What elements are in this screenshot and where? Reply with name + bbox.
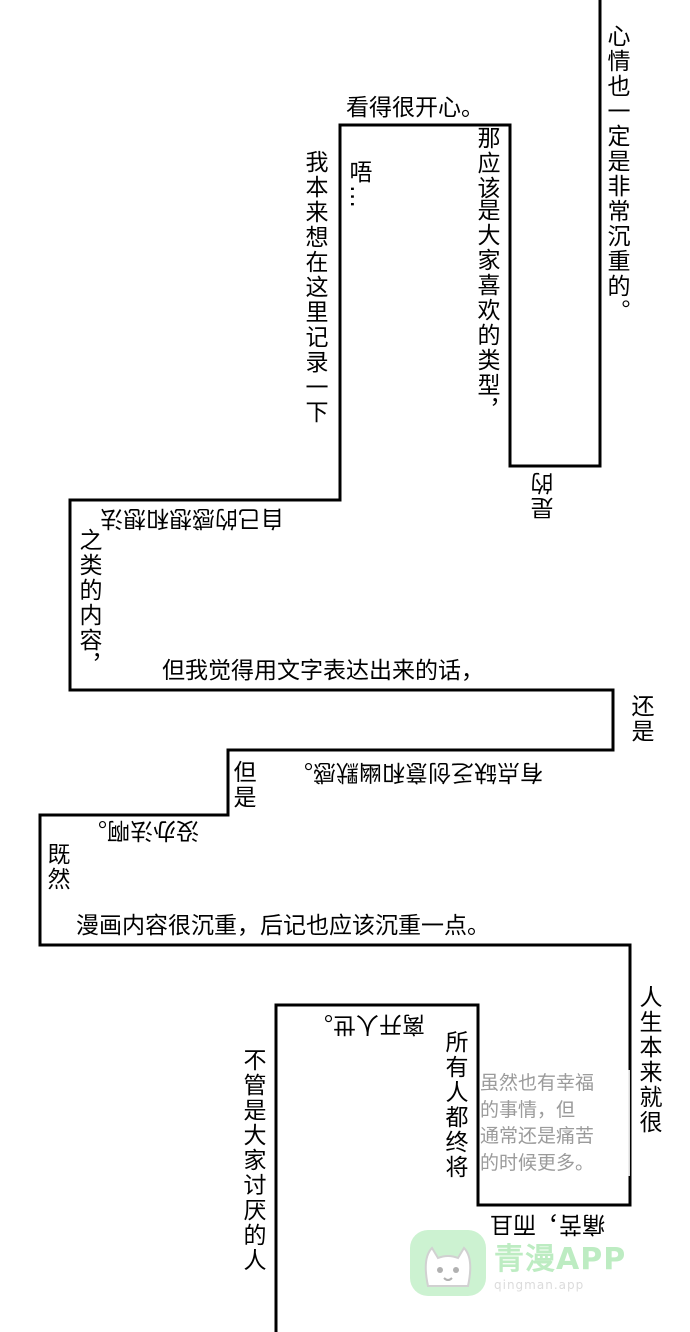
text-everyone-likes: 是大家喜欢的类型， [473,198,499,423]
side-note-line: 通常还是痛苦 [480,1125,595,1148]
watermark: 青漫APP qingman.app [408,1228,648,1298]
text-comic-heavy: 漫画内容很沉重，后记也应该沉重一点。 [76,913,490,939]
text-lacks-creativity: 有点缺乏创意和幽默感。 [290,759,543,785]
text-should-be: 那应该 [473,126,499,201]
side-note-line: 的时候更多。 [480,1151,595,1174]
text-life-is: 人生本来就很 [635,985,661,1135]
text-still: 还是 [627,694,653,744]
watermark-url: qingman.app [494,1278,585,1292]
text-such-content: 之类的内容， [75,528,101,678]
text-heart-heavy: 心情也一定是非常沉重的。 [603,24,629,324]
side-note: 虽然也有幸福 的事情，但 通常还是痛苦 的时候更多。 [480,1070,630,1177]
text-leave-world: 离开人世。 [310,1011,425,1037]
text-enjoyed: 看得很开心。 [346,95,484,121]
text-everyone-will: 所有人都终将 [441,1030,467,1180]
side-note-line: 的事情，但 [480,1098,576,1121]
side-note-line: 虽然也有幸福 [480,1072,595,1094]
text-um: 唔… [345,160,371,210]
watermark-title: 青漫APP [494,1242,627,1277]
text-however: 但是 [229,760,255,810]
text-yes: 是的 [532,470,558,520]
text-wanted-to-record: 我本来想在这里记录一下 [301,150,327,425]
text-but-i-think: 但我觉得用文字表达出来的话， [162,658,484,684]
text-no-way: 没办法啊。 [84,817,199,843]
text-own-thoughts: 自己的感想和想法 [100,505,284,531]
cat-face-icon [410,1230,486,1296]
text-since: 既然 [43,842,69,892]
text-no-matter: 不管是大家讨厌的人 [239,1048,265,1273]
